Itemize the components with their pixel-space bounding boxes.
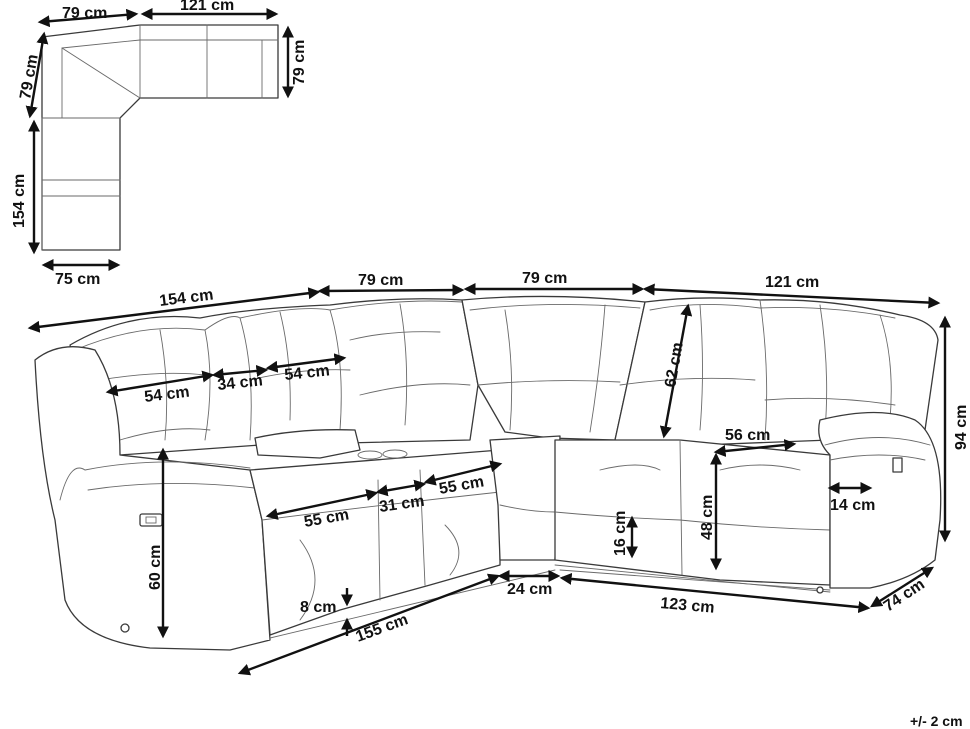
label-8: 8 cm bbox=[300, 599, 336, 616]
label-60: 60 cm bbox=[147, 545, 164, 590]
sofa-illustration bbox=[34, 295, 942, 651]
dim-62 bbox=[659, 303, 693, 439]
dim-79-left bbox=[317, 284, 465, 297]
plan-label-75: 75 cm bbox=[55, 271, 100, 288]
plan-label-79-top: 79 cm bbox=[62, 5, 107, 22]
label-31: 31 cm bbox=[378, 493, 425, 516]
plan-label-121: 121 cm bbox=[180, 0, 234, 14]
label-79-left: 79 cm bbox=[358, 272, 403, 289]
label-24: 24 cm bbox=[507, 581, 552, 598]
dim-154 bbox=[27, 287, 321, 333]
label-48: 48 cm bbox=[699, 495, 716, 540]
dim-56 bbox=[713, 439, 797, 457]
dim-34 bbox=[211, 364, 269, 381]
label-54-b: 54 cm bbox=[284, 362, 331, 384]
label-154: 154 cm bbox=[158, 286, 214, 309]
dim-55-a bbox=[265, 489, 379, 520]
dim-155 bbox=[237, 573, 501, 676]
dim-121 bbox=[642, 283, 941, 309]
plan-label-79-left: 79 cm bbox=[17, 53, 42, 101]
dim-31 bbox=[375, 479, 427, 497]
label-16: 16 cm bbox=[612, 511, 629, 556]
tolerance-note: +/- 2 cm bbox=[910, 713, 963, 729]
dim-54-b bbox=[265, 353, 347, 373]
plan-dim-79-left bbox=[25, 31, 49, 119]
label-121: 121 cm bbox=[765, 274, 819, 291]
label-123: 123 cm bbox=[660, 595, 716, 617]
dim-54-a bbox=[105, 370, 215, 397]
label-54-a: 54 cm bbox=[143, 384, 190, 406]
label-34: 34 cm bbox=[217, 372, 264, 394]
plan-label-79-right: 79 cm bbox=[291, 40, 308, 85]
label-79-right: 79 cm bbox=[522, 270, 567, 287]
plan-dim-79-top bbox=[37, 8, 139, 28]
label-14: 14 cm bbox=[830, 497, 875, 514]
label-94: 94 cm bbox=[953, 405, 970, 450]
floor-plan-view: 79 cm 121 cm 79 cm 79 cm 154 cm 75 cm bbox=[11, 0, 308, 288]
dim-55-b bbox=[423, 460, 503, 486]
plan-label-154: 154 cm bbox=[11, 174, 28, 228]
dim-123 bbox=[559, 572, 871, 614]
dim-74 bbox=[869, 566, 935, 608]
label-56: 56 cm bbox=[725, 427, 770, 444]
